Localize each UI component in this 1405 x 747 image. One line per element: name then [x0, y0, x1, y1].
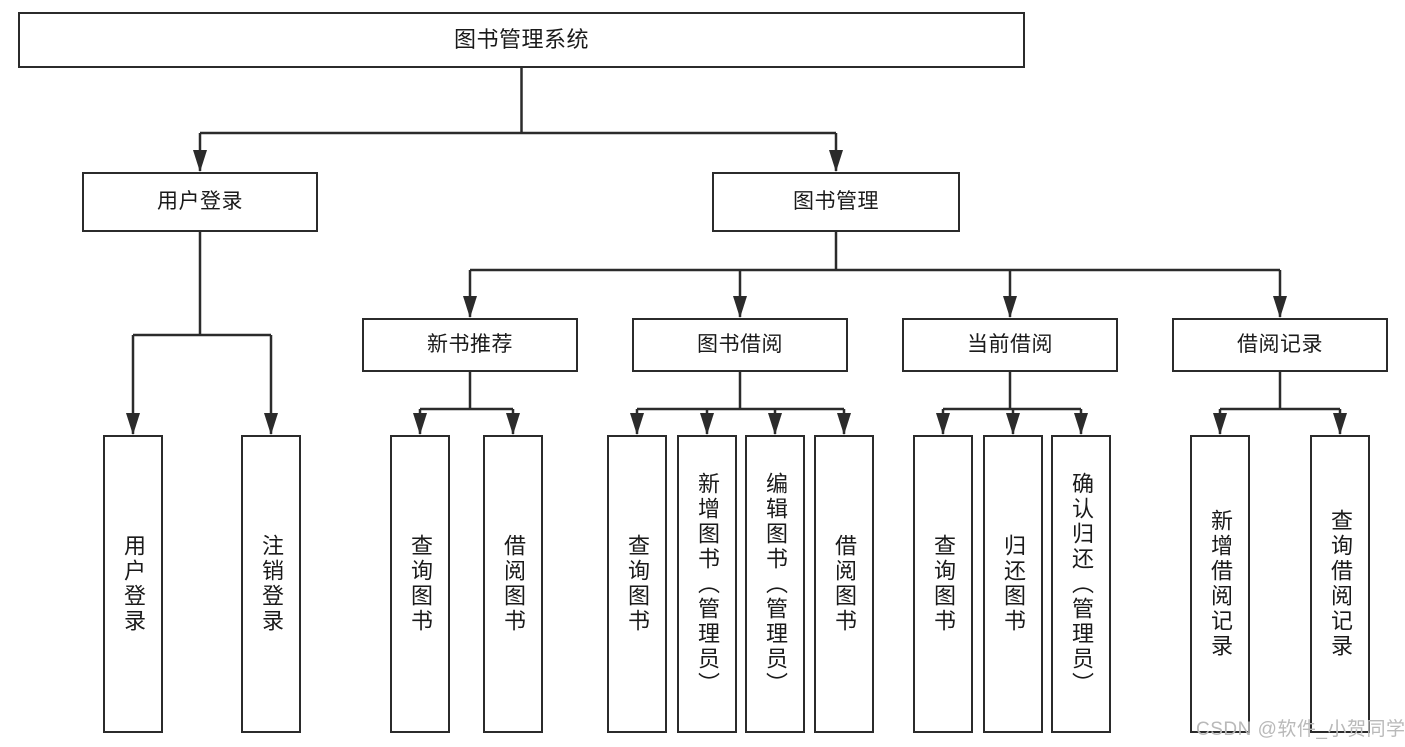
node-leaf-confirm-return[interactable]: 确认归还（管理员） [1051, 435, 1111, 733]
node-leaf-add-book[interactable]: 新增图书（管理员） [677, 435, 737, 733]
node-label: 归还图书 [1001, 534, 1026, 634]
node-label: 图书借阅 [697, 332, 783, 356]
node-label: 查询图书 [408, 534, 433, 634]
node-leaf-query-book-2[interactable]: 查询图书 [607, 435, 667, 733]
node-label: 用户登录 [157, 189, 243, 213]
node-label: 新书推荐 [427, 332, 513, 356]
node-leaf-borrow-book-1[interactable]: 借阅图书 [483, 435, 543, 733]
node-label: 查询图书 [931, 534, 956, 634]
node-label: 当前借阅 [967, 332, 1053, 356]
node-label: 注销登录 [259, 534, 284, 634]
node-leaf-return-book[interactable]: 归还图书 [983, 435, 1043, 733]
node-book-manage[interactable]: 图书管理 [712, 172, 960, 232]
node-label: 新增借阅记录 [1208, 509, 1233, 659]
node-root[interactable]: 图书管理系统 [18, 12, 1025, 68]
node-leaf-user-login[interactable]: 用户登录 [103, 435, 163, 733]
watermark-text: CSDN @软件_小贺同学 [1196, 719, 1405, 740]
node-label: 图书管理系统 [453, 27, 589, 53]
node-borrow-record[interactable]: 借阅记录 [1172, 318, 1388, 372]
node-label: 借阅图书 [501, 534, 526, 634]
node-label: 编辑图书（管理员） [763, 471, 788, 697]
node-leaf-edit-book[interactable]: 编辑图书（管理员） [745, 435, 805, 733]
node-label: 查询借阅记录 [1328, 509, 1353, 659]
node-label: 确认归还（管理员） [1069, 471, 1094, 697]
node-leaf-query-book-3[interactable]: 查询图书 [913, 435, 973, 733]
node-leaf-borrow-book-2[interactable]: 借阅图书 [814, 435, 874, 733]
node-leaf-query-record[interactable]: 查询借阅记录 [1310, 435, 1370, 733]
node-leaf-query-book-1[interactable]: 查询图书 [390, 435, 450, 733]
node-user-login[interactable]: 用户登录 [82, 172, 318, 232]
node-new-book-recommend[interactable]: 新书推荐 [362, 318, 578, 372]
node-label: 借阅记录 [1237, 332, 1323, 356]
node-label: 查询图书 [625, 534, 650, 634]
node-label: 借阅图书 [832, 534, 857, 634]
node-label: 图书管理 [793, 189, 879, 213]
node-label: 用户登录 [121, 534, 146, 634]
node-leaf-logout[interactable]: 注销登录 [241, 435, 301, 733]
node-current-borrow[interactable]: 当前借阅 [902, 318, 1118, 372]
node-book-borrow[interactable]: 图书借阅 [632, 318, 848, 372]
node-leaf-add-record[interactable]: 新增借阅记录 [1190, 435, 1250, 733]
node-label: 新增图书（管理员） [695, 471, 720, 697]
